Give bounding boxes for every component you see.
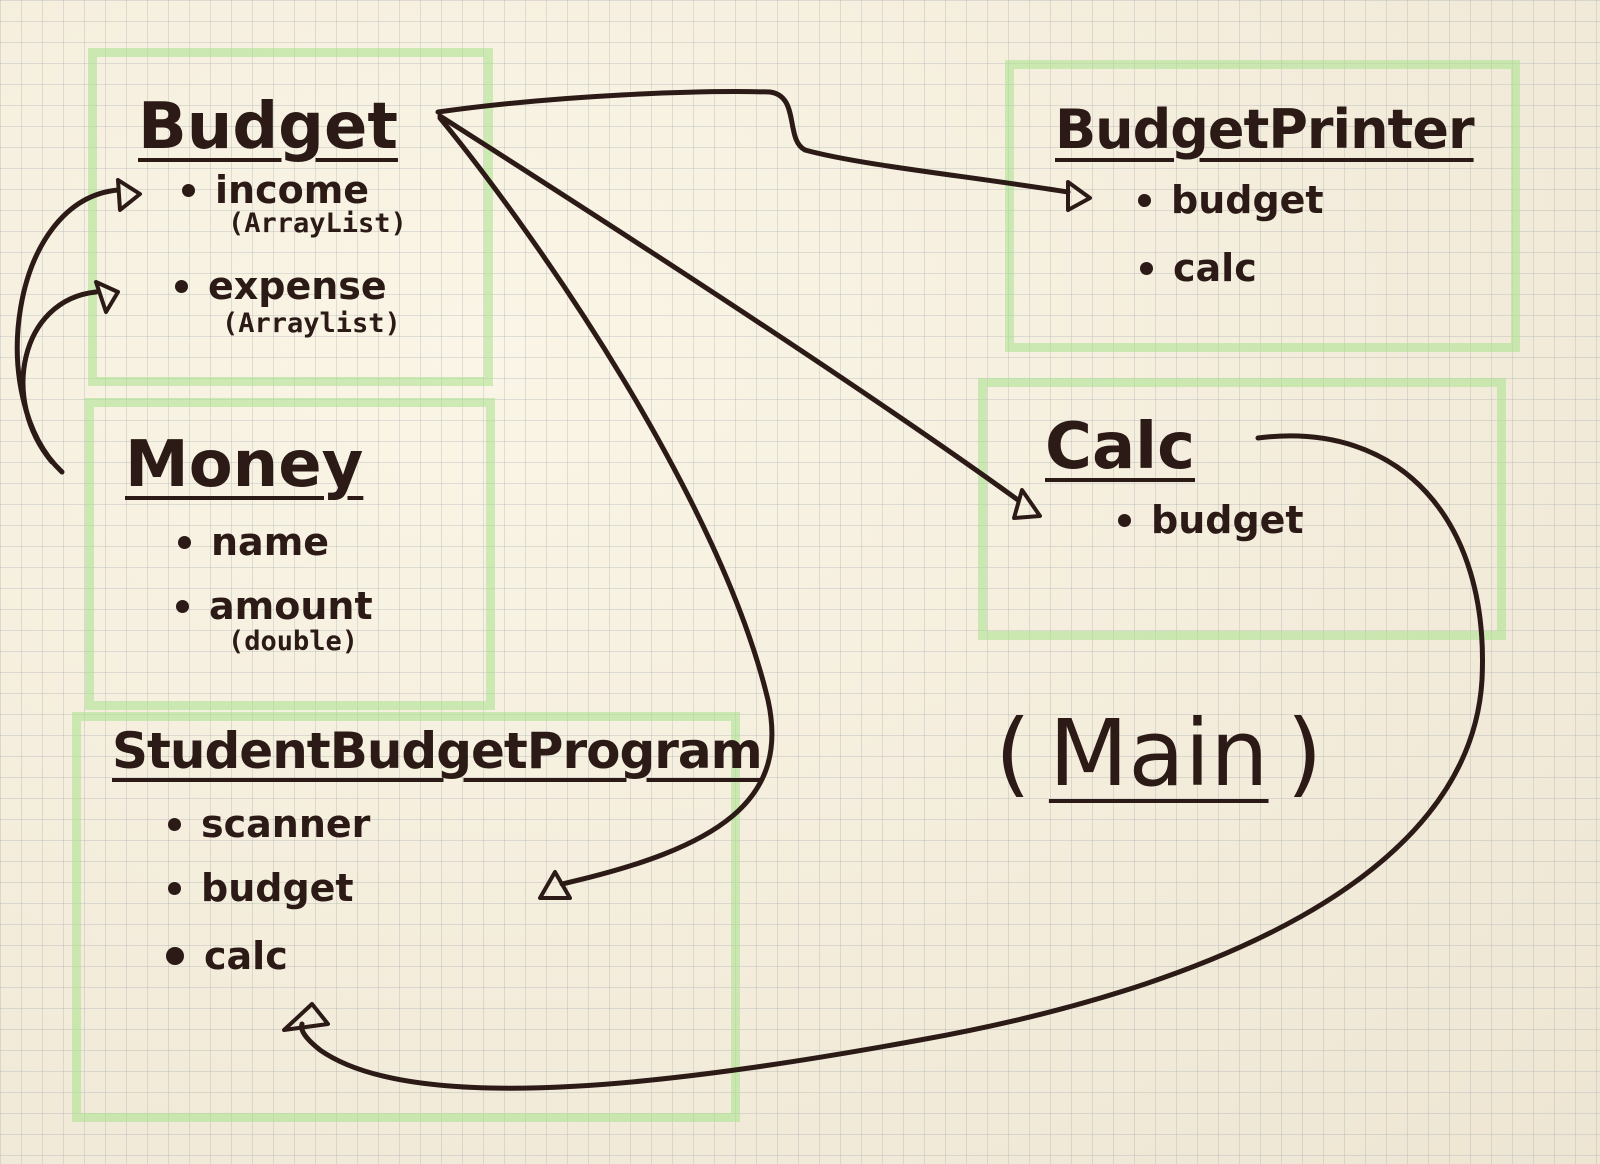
bullet-icon: [168, 881, 181, 895]
attr-name: budget: [1151, 498, 1304, 542]
bullet-icon: [178, 535, 191, 549]
arrowhead-icon: [94, 280, 120, 314]
arrow-calc-to-sbp: [299, 433, 1485, 1091]
attr-name: budget: [201, 866, 354, 910]
calc-attr-budget: budget: [1118, 498, 1304, 542]
money-class-title: Money: [125, 428, 364, 502]
budget-printer-attr-calc: calc: [1140, 246, 1257, 290]
bullet-icon: [1140, 261, 1153, 275]
budget-printer-attr-budget: budget: [1138, 178, 1324, 222]
attr-name: expense: [208, 264, 387, 308]
money-attr-name: name: [178, 520, 329, 564]
sbp-attr-budget: budget: [168, 866, 354, 910]
sbp-attr-scanner: scanner: [168, 802, 370, 846]
arrowhead-icon: [538, 870, 572, 900]
attr-name: income: [215, 168, 370, 212]
main-open-paren: (: [995, 700, 1031, 807]
arrowhead-icon: [116, 178, 142, 212]
budget-attr-income-type: (ArrayList): [228, 208, 407, 239]
bullet-icon: [175, 279, 188, 293]
arrowhead-icon: [1066, 180, 1092, 212]
budget-attr-expense-type: (Arraylist): [222, 308, 401, 339]
arrow-budget-to-calc: [437, 113, 1021, 503]
money-attr-amount-type: (double): [228, 626, 359, 657]
arrowhead-icon: [1012, 488, 1042, 520]
budget-attr-expense: expense: [175, 264, 387, 308]
budget-printer-class-title: BudgetPrinter: [1055, 98, 1475, 161]
bullet-icon: [168, 817, 181, 831]
bullet-icon: [182, 183, 195, 197]
calc-class-title: Calc: [1045, 410, 1196, 484]
bullet-icon: [1118, 513, 1131, 527]
bullet-icon: [1138, 193, 1151, 207]
student-budget-program-class-box: [72, 712, 740, 1122]
attr-name: budget: [1171, 178, 1324, 222]
main-label: (Main): [995, 700, 1322, 807]
budget-printer-class-box: [1005, 60, 1520, 352]
main-close-paren: ): [1286, 700, 1323, 807]
money-attr-amount: amount: [176, 584, 373, 628]
bullet-icon: [166, 947, 184, 965]
attr-name: calc: [204, 934, 288, 978]
student-budget-program-class-title: StudentBudgetProgram: [112, 722, 763, 780]
bullet-icon: [176, 599, 189, 613]
attr-name: calc: [1173, 246, 1257, 290]
arrow-money-to-expense: [20, 289, 99, 465]
attr-name: name: [211, 520, 330, 564]
attr-name: amount: [209, 584, 373, 628]
budget-class-box: [88, 48, 493, 386]
main-word: Main: [1048, 700, 1269, 807]
sbp-attr-calc: calc: [166, 934, 288, 978]
budget-class-title: Budget: [138, 90, 398, 164]
calc-class-box: [978, 378, 1506, 640]
budget-attr-income: income: [182, 168, 369, 212]
money-class-box: [85, 398, 495, 710]
attr-name: scanner: [201, 802, 371, 846]
arrow-budget-to-budget-printer: [435, 89, 1071, 195]
arrowhead-icon: [282, 1002, 330, 1032]
arrow-budget-to-sbp: [437, 115, 775, 887]
